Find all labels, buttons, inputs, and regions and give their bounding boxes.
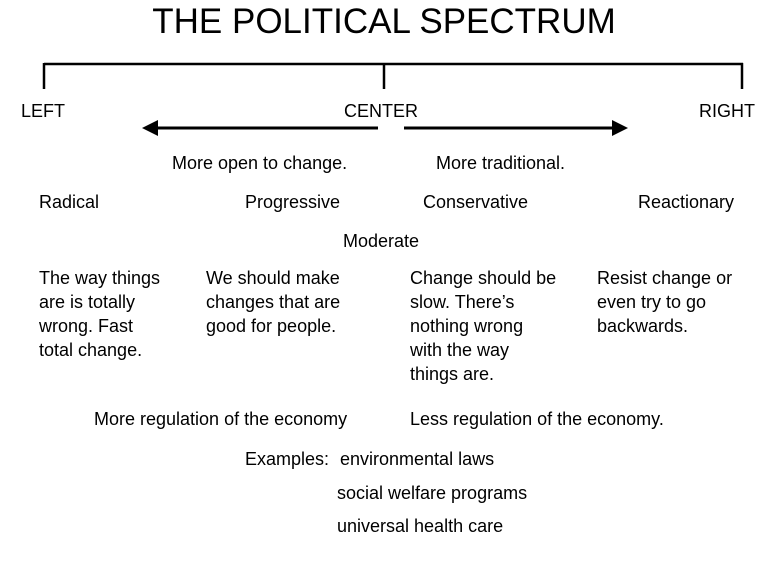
example-item: universal health care: [337, 516, 504, 536]
position-description-radical: The way things are is totally wrong. Fas…: [39, 268, 161, 360]
position-label-radical: Radical: [39, 192, 100, 212]
moderate-label: Moderate: [343, 231, 420, 251]
axis-center-label: CENTER: [344, 101, 419, 121]
economy-right-label: Less regulation of the economy.: [410, 409, 664, 429]
position-description-reactionary: Resist change or even try to go backward…: [597, 268, 733, 336]
position-label-progressive: Progressive: [245, 192, 341, 212]
diagram-title: THE POLITICAL SPECTRUM: [152, 2, 616, 41]
axis-right-label: RIGHT: [699, 101, 755, 121]
right-direction-caption: More traditional.: [436, 153, 566, 173]
example-item: social welfare programs: [337, 483, 528, 503]
left-direction-caption: More open to change.: [172, 153, 348, 173]
position-label-reactionary: Reactionary: [638, 192, 735, 212]
examples-label: Examples:: [245, 449, 330, 469]
axis-left-label: LEFT: [21, 101, 66, 121]
left-arrow-icon: [142, 120, 378, 136]
economy-left-label: More regulation of the economy: [94, 409, 348, 429]
example-item: environmental laws: [340, 449, 495, 469]
position-label-conservative: Conservative: [423, 192, 529, 212]
position-description-progressive: We should make changes that are good for…: [206, 268, 341, 336]
spectrum-bracket: [42, 62, 744, 89]
right-arrow-icon: [404, 120, 628, 136]
position-description-conservative: Change should be slow. There’s nothing w…: [410, 268, 557, 384]
